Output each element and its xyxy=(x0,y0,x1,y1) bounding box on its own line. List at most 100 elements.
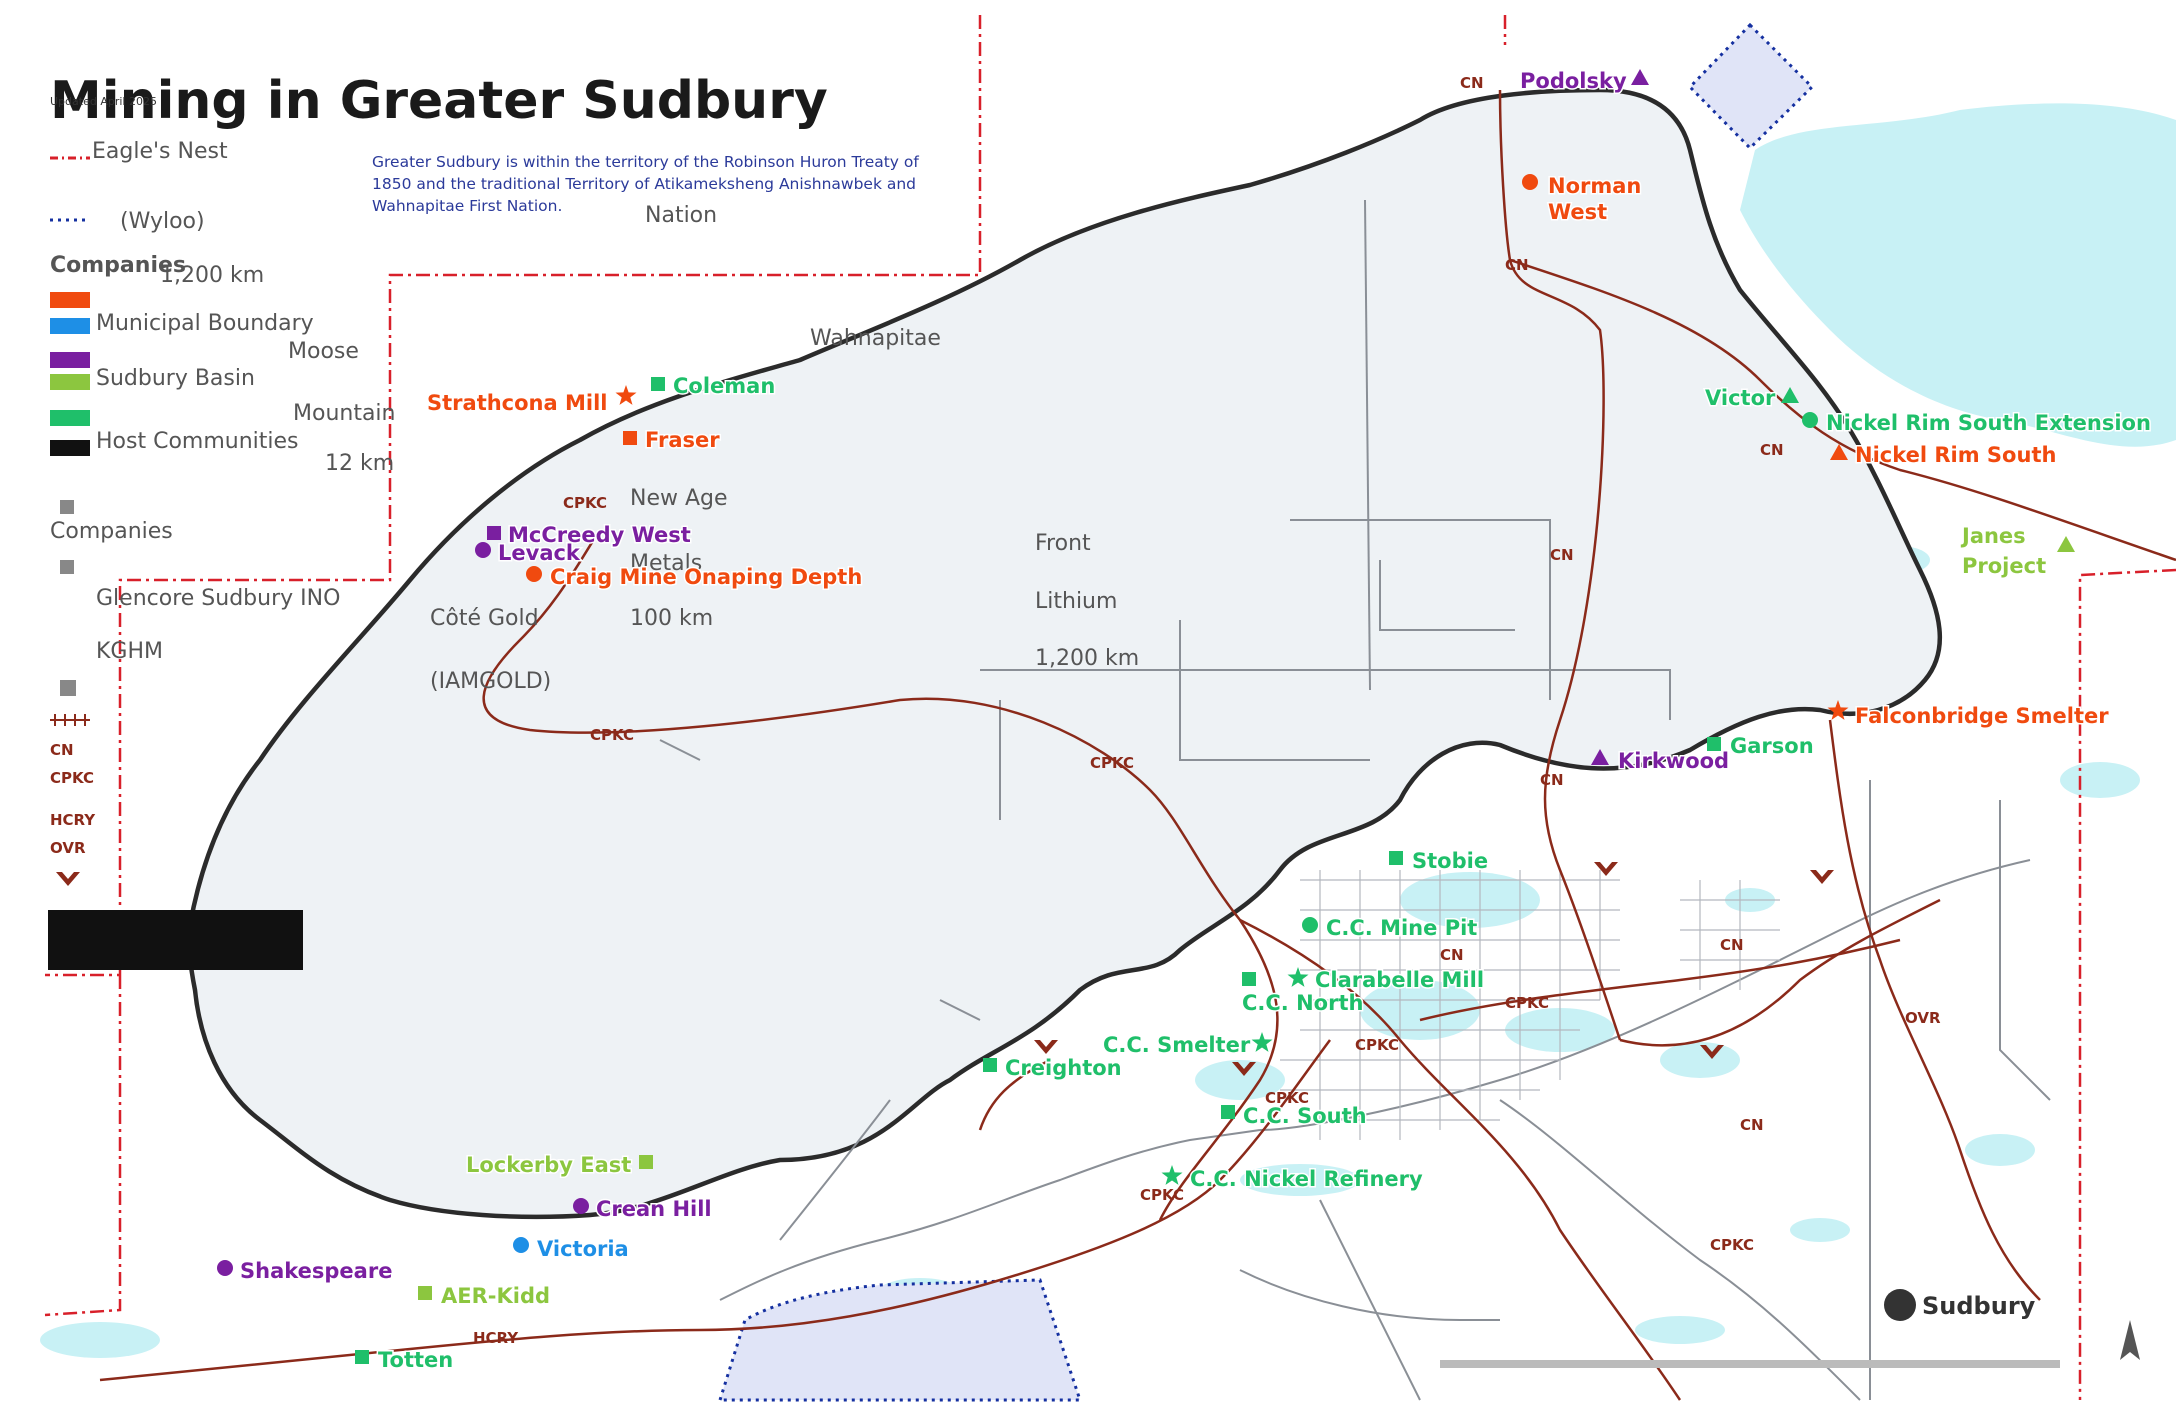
legend-grey-icon-2 xyxy=(60,560,74,574)
norman-west-circle-marker[interactable] xyxy=(1522,174,1538,190)
rail-label-cpkc-6: CPKC xyxy=(1265,1089,1309,1107)
c-c-south-label: C.C. South xyxy=(1243,1104,1367,1128)
shakespeare-circle-marker[interactable] xyxy=(217,1260,233,1276)
ghost-label-1200km: 1,200 km xyxy=(160,263,264,288)
legend-host-communities: Host Communities xyxy=(96,429,299,454)
mccreedy-west-square-marker[interactable] xyxy=(487,526,501,540)
aer-kidd-label: AER-Kidd xyxy=(441,1284,550,1308)
shakespeare-label: Shakespeare xyxy=(240,1259,392,1283)
kirkwood-triangle-marker[interactable] xyxy=(1591,749,1609,765)
podolsky-triangle-marker[interactable] xyxy=(1631,69,1649,85)
coleman-square-marker[interactable] xyxy=(651,377,665,391)
aer-kidd-square-marker[interactable] xyxy=(418,1286,432,1300)
nickel-rim-south-triangle-marker[interactable] xyxy=(1830,444,1848,460)
sudbury-basin xyxy=(186,87,1943,1220)
legend-sudbury-basin: Sudbury Basin xyxy=(96,366,255,391)
rail-label-cpkc-8: CPKC xyxy=(1710,1236,1754,1254)
c-c-mine-pit-label: C.C. Mine Pit xyxy=(1326,916,1477,940)
ghost-label-iamgold: (IAMGOLD) xyxy=(430,669,551,694)
crean-hill-circle-marker[interactable] xyxy=(573,1198,589,1214)
totten-label: Totten xyxy=(378,1348,453,1372)
c-c-smelter-star-marker[interactable] xyxy=(1251,1032,1273,1052)
ghost-label-eagles-nest: Eagle's Nest xyxy=(92,139,228,164)
nickel-rim-south-extension-circle-marker[interactable] xyxy=(1802,412,1818,428)
c-c-smelter-label: C.C. Smelter xyxy=(1103,1033,1251,1057)
janes-project-triangle-marker[interactable] xyxy=(2057,536,2075,552)
nickel-rim-south-extension-label: Nickel Rim South Extension xyxy=(1826,411,2151,435)
sudbury-logo-text: Sudbury xyxy=(1922,1292,2036,1320)
craig-mine-onaping-depth-circle-marker[interactable] xyxy=(526,566,542,582)
ghost-label-wyloo: (Wyloo) xyxy=(120,209,205,234)
ghost-label-cote-gold: Côté Gold xyxy=(430,606,539,631)
c-c-south-square-marker[interactable] xyxy=(1221,1105,1235,1119)
railways xyxy=(99,89,2176,1401)
nickel-rim-south-label: Nickel Rim South xyxy=(1855,443,2056,467)
falconbridge-smelter-label: Falconbridge Smelter xyxy=(1855,704,2109,728)
creighton-square-marker[interactable] xyxy=(983,1058,997,1072)
rail-label-cn-4: CN xyxy=(1550,546,1574,564)
totten-square-marker[interactable] xyxy=(355,1350,369,1364)
clarabelle-mill-star-marker[interactable] xyxy=(1287,967,1309,987)
rail-label-cn-7: CN xyxy=(1720,936,1744,954)
rail-label-cpkc-1: CPKC xyxy=(563,494,607,512)
legend-hcry: HCRY xyxy=(50,811,96,829)
garson-square-marker[interactable] xyxy=(1707,737,1721,751)
c-c-nickel-refinery-star-marker[interactable] xyxy=(1161,1165,1183,1185)
urban-streets xyxy=(1280,870,1780,1140)
ghost-label-12km: 12 km xyxy=(325,451,394,476)
legend-kghm: KGHM xyxy=(96,639,163,664)
legend-grey-icon-1 xyxy=(60,500,74,514)
c-c-nickel-refinery-label: C.C. Nickel Refinery xyxy=(1190,1167,1423,1191)
garson-label: Garson xyxy=(1730,734,1814,758)
creighton-label: Creighton xyxy=(1005,1056,1122,1080)
lockerby-east-square-marker[interactable] xyxy=(639,1155,653,1169)
municipal-boundary xyxy=(44,15,2176,1400)
ghost-label-metals: Metals xyxy=(630,551,702,576)
c-c-mine-pit-circle-marker[interactable] xyxy=(1302,917,1318,933)
falconbridge-smelter-star-marker[interactable] xyxy=(1827,700,1849,720)
stobie-square-marker[interactable] xyxy=(1389,851,1403,865)
victoria-circle-marker[interactable] xyxy=(513,1237,529,1253)
legend-chevron-icon xyxy=(56,872,80,886)
rail-label-cpkc-3: CPKC xyxy=(1090,754,1134,772)
levack-circle-marker[interactable] xyxy=(475,542,491,558)
north-arrow-icon xyxy=(2120,1320,2140,1360)
legend-swatch-blue xyxy=(50,318,90,334)
rail-chevrons xyxy=(1034,862,1834,1076)
legend-swatch-green xyxy=(50,410,90,426)
legend-dark-box xyxy=(48,910,303,970)
victoria-label: Victoria xyxy=(537,1237,629,1261)
strathcona-mill-star-marker[interactable] xyxy=(615,385,637,405)
janes-project-label: Janes xyxy=(1960,524,2026,548)
rail-label-cpkc-2: CPKC xyxy=(590,726,634,744)
rail-labels: CN CN CN CN CN CN CN CN CPKC CPKC CPKC C… xyxy=(473,74,1941,1347)
c-c-north-square-marker[interactable] xyxy=(1242,972,1256,986)
rail-label-cn-3: CN xyxy=(1760,441,1784,459)
legend-companies-heading: Companies xyxy=(50,253,186,278)
victor-triangle-marker[interactable] xyxy=(1781,387,1799,403)
rail-label-cpkc-5: CPKC xyxy=(1355,1036,1399,1054)
wyloo-diamond xyxy=(1687,22,1815,151)
rail-legend-icon xyxy=(50,714,90,726)
c-c-north-label: C.C. North xyxy=(1242,991,1363,1015)
rail-label-cn-5: CN xyxy=(1540,771,1564,789)
scale-bar xyxy=(1440,1360,2060,1368)
ghost-label-new-age: New Age xyxy=(630,486,728,511)
territory-note-line-2: 1850 and the traditional Territory of At… xyxy=(372,175,916,193)
legend-grey-icon-3 xyxy=(60,680,76,696)
clarabelle-mill-label: Clarabelle Mill xyxy=(1315,968,1484,992)
first-nation-area xyxy=(717,1278,1083,1402)
lake-wanapitei xyxy=(1740,103,2176,447)
norman-west-label-line-2: West xyxy=(1548,200,1607,224)
map-title: Mining in Greater Sudbury xyxy=(50,71,828,131)
legend-swatch-orange xyxy=(50,292,90,308)
legend-companies-2: Companies xyxy=(50,519,173,544)
legend-cpkc: CPKC xyxy=(50,769,94,787)
fraser-square-marker[interactable] xyxy=(623,431,637,445)
mccreedy-west-label: McCreedy West xyxy=(508,523,691,547)
territory-note-line-1: Greater Sudbury is within the territory … xyxy=(372,153,919,171)
craig-mine-onaping-depth-label: Craig Mine Onaping Depth xyxy=(550,565,862,589)
lockerby-east-label: Lockerby East xyxy=(466,1153,631,1177)
